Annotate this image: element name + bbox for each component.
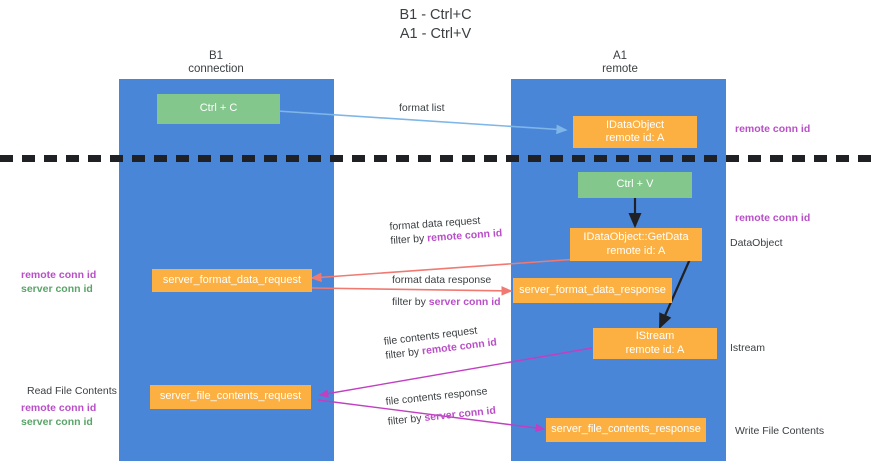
box-getdata-sublabel: remote id: A [606, 244, 666, 257]
edge-label-format-list: format list [399, 102, 445, 114]
box-ctrl-v-label: Ctrl + V [616, 178, 654, 191]
box-ctrl-c-label: Ctrl + C [199, 102, 238, 115]
note-write-file-contents: Write File Contents [735, 425, 825, 437]
box-server-format-data-request[interactable]: server_format_data_request [152, 269, 312, 292]
note-read-file-contents: Read File Contents [27, 385, 117, 397]
column-header-b1: B1 connection [126, 50, 306, 76]
note-left-remote-conn-id-2: remote conn id [21, 402, 97, 414]
box-idataobject-getdata[interactable]: IDataObject::GetData remote id: A [570, 228, 702, 261]
title-line-1: B1 - Ctrl+C [399, 7, 472, 23]
column-header-a1-sub: remote [602, 63, 638, 75]
box-server-format-data-response[interactable]: server_format_data_response [513, 278, 672, 303]
box-getdata-label: IDataObject::GetData [583, 231, 689, 243]
box-server-format-data-response-label: server_format_data_response [519, 283, 666, 296]
note-remote-conn-id-top: remote conn id [735, 123, 811, 135]
box-server-file-contents-response[interactable]: server_file_contents_response [546, 418, 706, 442]
note-left-remote-conn-id: remote conn id [21, 269, 97, 281]
column-header-b1-sub: connection [188, 63, 244, 75]
note-istream: Istream [730, 342, 766, 354]
box-ctrl-c[interactable]: Ctrl + C [157, 94, 280, 124]
edge-label-format-data-response-line2: filter by server conn id [392, 296, 501, 308]
box-server-file-contents-request-label: server_file_contents_request [159, 390, 302, 403]
note-left-server-conn-id: server conn id [21, 283, 93, 295]
edge-label-file-contents-response: file contents response filter by server … [385, 384, 497, 429]
edge-label-format-data-request: format data request filter by remote con… [389, 212, 503, 248]
highlight-remote-conn-id: remote conn id [426, 227, 503, 245]
box-server-file-contents-response-label: server_file_contents_response [551, 423, 701, 436]
box-istream-sublabel: remote id: A [625, 343, 685, 356]
column-header-a1: A1 remote [530, 50, 710, 76]
box-istream-label: IStream [635, 330, 675, 342]
page-title: B1 - Ctrl+C A1 - Ctrl+V [0, 6, 871, 44]
highlight-server-conn-id-2: server conn id [423, 404, 497, 424]
edge-label-format-data-response-line1: format data response [392, 274, 492, 286]
column-header-b1-name: B1 [208, 50, 224, 62]
note-left-conn-ids: remote conn id server conn id [21, 268, 96, 296]
box-server-file-contents-request[interactable]: server_file_contents_request [150, 385, 311, 409]
box-istream[interactable]: IStream remote id: A [593, 328, 717, 359]
note-left-conn-ids-2: remote conn id server conn id [21, 401, 96, 429]
box-idataobject-sublabel: remote id: A [605, 132, 665, 144]
note-remote-conn-id-mid: remote conn id [735, 212, 811, 224]
box-idataobject[interactable]: IDataObject remote id: A [573, 116, 697, 148]
box-server-format-data-request-label: server_format_data_request [162, 273, 302, 286]
note-dataobject: DataObject [730, 237, 783, 249]
edge-label-file-contents-request: file contents request filter by remote c… [383, 321, 498, 362]
edge-label-format-data-response: format data response filter by server co… [392, 273, 501, 309]
edge-label-file-contents-response-line2: filter by server conn id [387, 404, 497, 428]
title-line-2: A1 - Ctrl+V [399, 26, 472, 42]
note-left-server-conn-id-2: server conn id [21, 416, 93, 428]
box-idataobject-label: IDataObject [605, 118, 665, 131]
highlight-server-conn-id: server conn id [428, 296, 501, 308]
column-header-a1-name: A1 [612, 50, 628, 62]
box-ctrl-v[interactable]: Ctrl + V [578, 172, 692, 198]
